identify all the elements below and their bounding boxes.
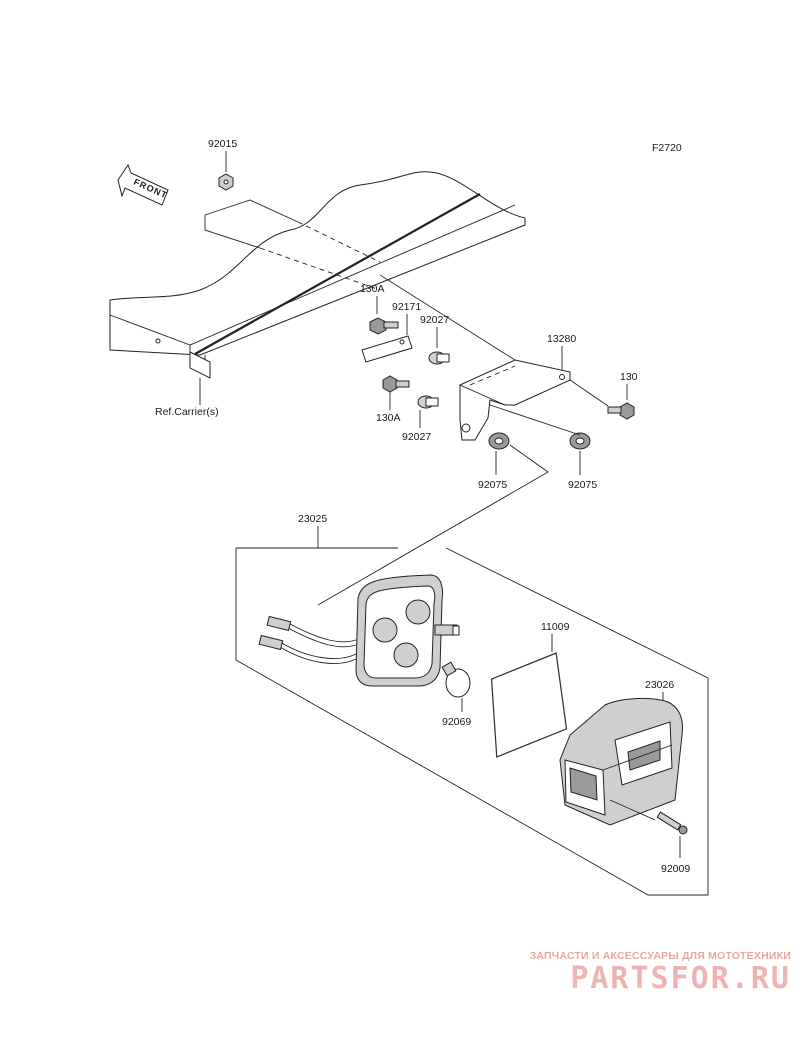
bracket-icon xyxy=(459,359,571,441)
watermark-tagline: ЗАПЧАСТИ И АКСЕССУАРЫ ДЛЯ МОТОТЕХНИКИ xyxy=(529,950,791,962)
bolt-lower-icon xyxy=(382,375,410,393)
label-92027-lower: 92027 xyxy=(402,431,431,443)
label-92075-left: 92075 xyxy=(478,479,507,491)
label-23025: 23025 xyxy=(298,513,327,525)
label-92015: 92015 xyxy=(208,138,237,150)
front-arrow-icon: FRONT xyxy=(117,163,169,206)
watermark: ЗАПЧАСТИ И АКСЕССУАРЫ ДЛЯ МОТОТЕХНИКИ PA… xyxy=(486,950,791,996)
reference-label: Ref.Carrier(s) xyxy=(155,406,219,418)
label-92171: 92171 xyxy=(392,301,421,313)
label-13280: 13280 xyxy=(547,333,576,345)
wire-harness xyxy=(258,615,357,664)
label-130a-upper: 130A xyxy=(360,283,385,295)
grommet-left-icon xyxy=(488,432,510,450)
tail-lamp-housing xyxy=(355,574,460,687)
carrier-panel xyxy=(109,171,526,379)
label-92075-right: 92075 xyxy=(568,479,597,491)
label-11009: 11009 xyxy=(541,621,570,633)
bulb-icon xyxy=(441,661,471,698)
gasket-icon xyxy=(490,652,568,758)
screw-icon xyxy=(656,811,688,835)
watermark-logo: PARTSFOR.RU xyxy=(570,961,791,996)
nut-icon xyxy=(218,173,234,191)
bolt-upper-icon xyxy=(369,317,399,335)
label-92027-upper: 92027 xyxy=(420,314,449,326)
grommet-right-icon xyxy=(569,432,591,450)
collar-upper-icon xyxy=(428,351,450,365)
label-130: 130 xyxy=(620,371,638,383)
label-130a-lower: 130A xyxy=(376,412,401,424)
bolt-right-icon xyxy=(607,402,635,420)
label-92069: 92069 xyxy=(442,716,471,728)
diagram-code: F2720 xyxy=(652,142,682,154)
lens-icon xyxy=(559,697,683,826)
plate-icon xyxy=(361,335,413,363)
label-23026: 23026 xyxy=(645,679,674,691)
collar-lower-icon xyxy=(417,395,439,409)
label-92009: 92009 xyxy=(661,863,690,875)
